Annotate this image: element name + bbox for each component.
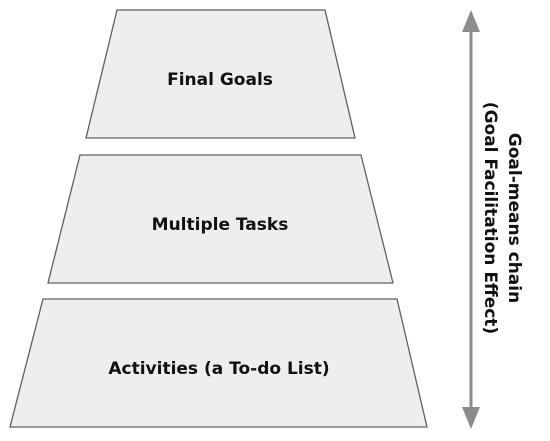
goal-means-axis-label: Goal-means chain (Goal Facilitation Effe… — [480, 102, 524, 334]
tier-activities-shape — [9, 298, 428, 428]
arrow-up-head-icon — [462, 10, 480, 32]
tier-activities: Activities (a To-do List) — [9, 298, 428, 428]
tier-activities-label: Activities (a To-do List) — [108, 359, 329, 379]
tier-final-goals-label: Final Goals — [167, 70, 273, 90]
axis-label-line1: Goal-means chain — [504, 133, 524, 303]
axis-label-line2: (Goal Facilitation Effect) — [480, 102, 500, 334]
arrow-down-head-icon — [462, 407, 480, 429]
tier-final-goals-shape — [85, 9, 356, 139]
tier-final-goals: Final Goals — [85, 9, 356, 139]
goal-means-arrow — [462, 10, 480, 429]
tier-multiple-tasks-label: Multiple Tasks — [152, 215, 289, 235]
tier-multiple-tasks-shape — [47, 154, 394, 284]
tier-multiple-tasks: Multiple Tasks — [47, 154, 394, 284]
